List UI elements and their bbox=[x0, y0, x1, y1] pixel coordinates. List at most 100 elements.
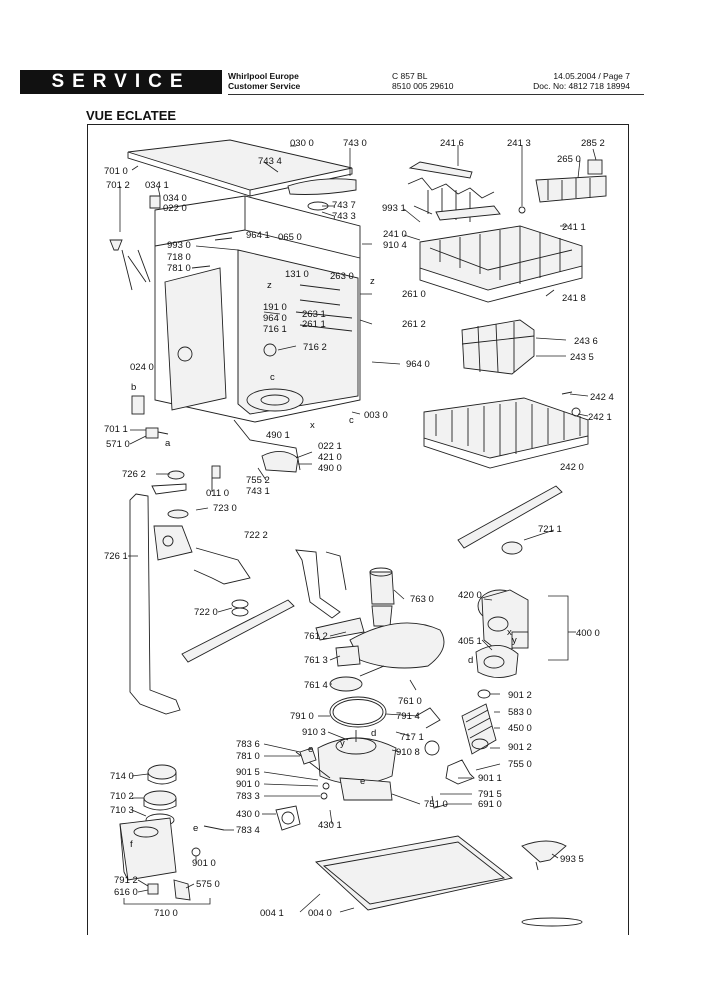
upper-basket-drawing bbox=[407, 159, 607, 303]
part-label: 726 1 bbox=[104, 551, 128, 562]
part-label: 901 5 bbox=[236, 767, 260, 778]
part-label: 791 0 bbox=[290, 711, 314, 722]
part-label: 490 0 bbox=[318, 463, 342, 474]
callout-letter: c bbox=[349, 415, 354, 426]
pump-motor-drawing bbox=[415, 589, 529, 785]
cutlery-basket-drawing bbox=[461, 319, 535, 375]
sump-drawing bbox=[295, 696, 397, 801]
part-label: 583 0 bbox=[508, 707, 532, 718]
part-label: 131 0 bbox=[285, 269, 309, 280]
part-label: 430 0 bbox=[236, 809, 260, 820]
callout-letter: e bbox=[308, 744, 313, 755]
part-label: 716 2 bbox=[303, 342, 327, 353]
part-label: 030 0 bbox=[290, 138, 314, 149]
part-label: 761 2 bbox=[304, 631, 328, 642]
lower-basket-drawing bbox=[423, 391, 589, 469]
part-label: 751 0 bbox=[424, 799, 448, 810]
part-label: 616 0 bbox=[114, 887, 138, 898]
part-label: 710 0 bbox=[154, 908, 178, 919]
callout-letter: z bbox=[267, 280, 272, 291]
part-label: 420 0 bbox=[458, 590, 482, 601]
part-label: 901 2 bbox=[508, 690, 532, 701]
callout-letter: x bbox=[310, 420, 315, 431]
callout-letter: y bbox=[340, 738, 345, 749]
part-label: 791 2 bbox=[114, 875, 138, 886]
part-label: 791 4 bbox=[396, 711, 420, 722]
part-label: 993 0 bbox=[167, 240, 191, 251]
part-label: 755 0 bbox=[508, 759, 532, 770]
part-label: 034 1 bbox=[145, 180, 169, 191]
part-label: 993 1 bbox=[382, 203, 406, 214]
part-label: 241 3 bbox=[507, 138, 531, 149]
part-label: 761 3 bbox=[304, 655, 328, 666]
part-label: 964 0 bbox=[406, 359, 430, 370]
callout-letter: e bbox=[193, 823, 198, 834]
part-label: 910 4 bbox=[383, 240, 407, 251]
part-label: 400 0 bbox=[576, 628, 600, 639]
letter-callouts: z z c c x x b d d e e a f y y e bbox=[130, 276, 517, 850]
part-label: 743 7 bbox=[332, 200, 356, 211]
part-label: 783 3 bbox=[236, 791, 260, 802]
part-label: 993 5 bbox=[560, 854, 584, 865]
part-label: 755 2 bbox=[246, 475, 270, 486]
part-label: 910 3 bbox=[302, 727, 326, 738]
company-dept: Customer Service bbox=[228, 81, 301, 91]
part-label: 964 0 bbox=[263, 313, 287, 324]
callout-letter: a bbox=[165, 438, 171, 449]
diagram-frame bbox=[87, 124, 629, 935]
doc-number: Doc. No: 4812 718 18994 bbox=[533, 81, 630, 91]
part-label: 901 1 bbox=[478, 773, 502, 784]
part-label: 718 0 bbox=[167, 252, 191, 263]
part-label: 761 4 bbox=[304, 680, 328, 691]
callout-letter: f bbox=[130, 839, 133, 850]
part-label: 714 0 bbox=[110, 771, 134, 782]
leader-lines bbox=[119, 145, 597, 913]
part-label: 265 0 bbox=[557, 154, 581, 165]
part-label: 743 4 bbox=[258, 156, 282, 167]
part-label: 450 0 bbox=[508, 723, 532, 734]
document-header: SERVICE Whirlpool Europe Customer Servic… bbox=[20, 66, 644, 96]
part-label: 285 2 bbox=[581, 138, 605, 149]
part-label: 261 2 bbox=[402, 319, 426, 330]
tub-drawing bbox=[154, 195, 361, 473]
page-title: VUE ECLATEE bbox=[86, 108, 177, 123]
part-label: 575 0 bbox=[196, 879, 220, 890]
part-label: 761 0 bbox=[398, 696, 422, 707]
part-label: 901 2 bbox=[508, 742, 532, 753]
part-label: 701 0 bbox=[104, 166, 128, 177]
part-label: 691 0 bbox=[478, 799, 502, 810]
part-label: 743 1 bbox=[246, 486, 270, 497]
part-label: 964 1 bbox=[246, 230, 270, 241]
part-label: 791 5 bbox=[478, 789, 502, 800]
part-label: 242 0 bbox=[560, 462, 584, 473]
part-label: 024 0 bbox=[130, 362, 154, 373]
part-label: 263 1 bbox=[302, 309, 326, 320]
filter-assembly-drawing bbox=[295, 549, 445, 692]
part-label: 722 0 bbox=[194, 607, 218, 618]
part-label: 723 0 bbox=[213, 503, 237, 514]
part-label: 701 2 bbox=[106, 180, 130, 191]
left-small-parts bbox=[109, 195, 221, 492]
date-page: 14.05.2004 / Page 7 bbox=[553, 71, 630, 81]
company-block: Whirlpool Europe Customer Service bbox=[228, 71, 300, 91]
part-label: 901 0 bbox=[236, 779, 260, 790]
part-label: 726 2 bbox=[122, 469, 146, 480]
callout-letter: b bbox=[131, 382, 136, 393]
part-label: 241 0 bbox=[383, 229, 407, 240]
part-label: 263 0 bbox=[330, 271, 354, 282]
part-label: 783 6 bbox=[236, 739, 260, 750]
part-label: 571 0 bbox=[106, 439, 130, 450]
part-label: 781 0 bbox=[167, 263, 191, 274]
part-label: 003 0 bbox=[364, 410, 388, 421]
date-block: 14.05.2004 / Page 7 Doc. No: 4812 718 18… bbox=[518, 71, 630, 91]
part-label: 901 0 bbox=[192, 858, 216, 869]
part-label: 430 1 bbox=[318, 820, 342, 831]
part-label: 243 6 bbox=[574, 336, 598, 347]
part-label: 710 3 bbox=[110, 805, 134, 816]
part-label: 261 1 bbox=[302, 319, 326, 330]
water-feed-drawing bbox=[129, 483, 295, 715]
model-block: C 857 BL 8510 005 29610 bbox=[392, 71, 453, 91]
upper-spray-arm-drawing bbox=[457, 485, 563, 555]
part-label: 065 0 bbox=[278, 232, 302, 243]
